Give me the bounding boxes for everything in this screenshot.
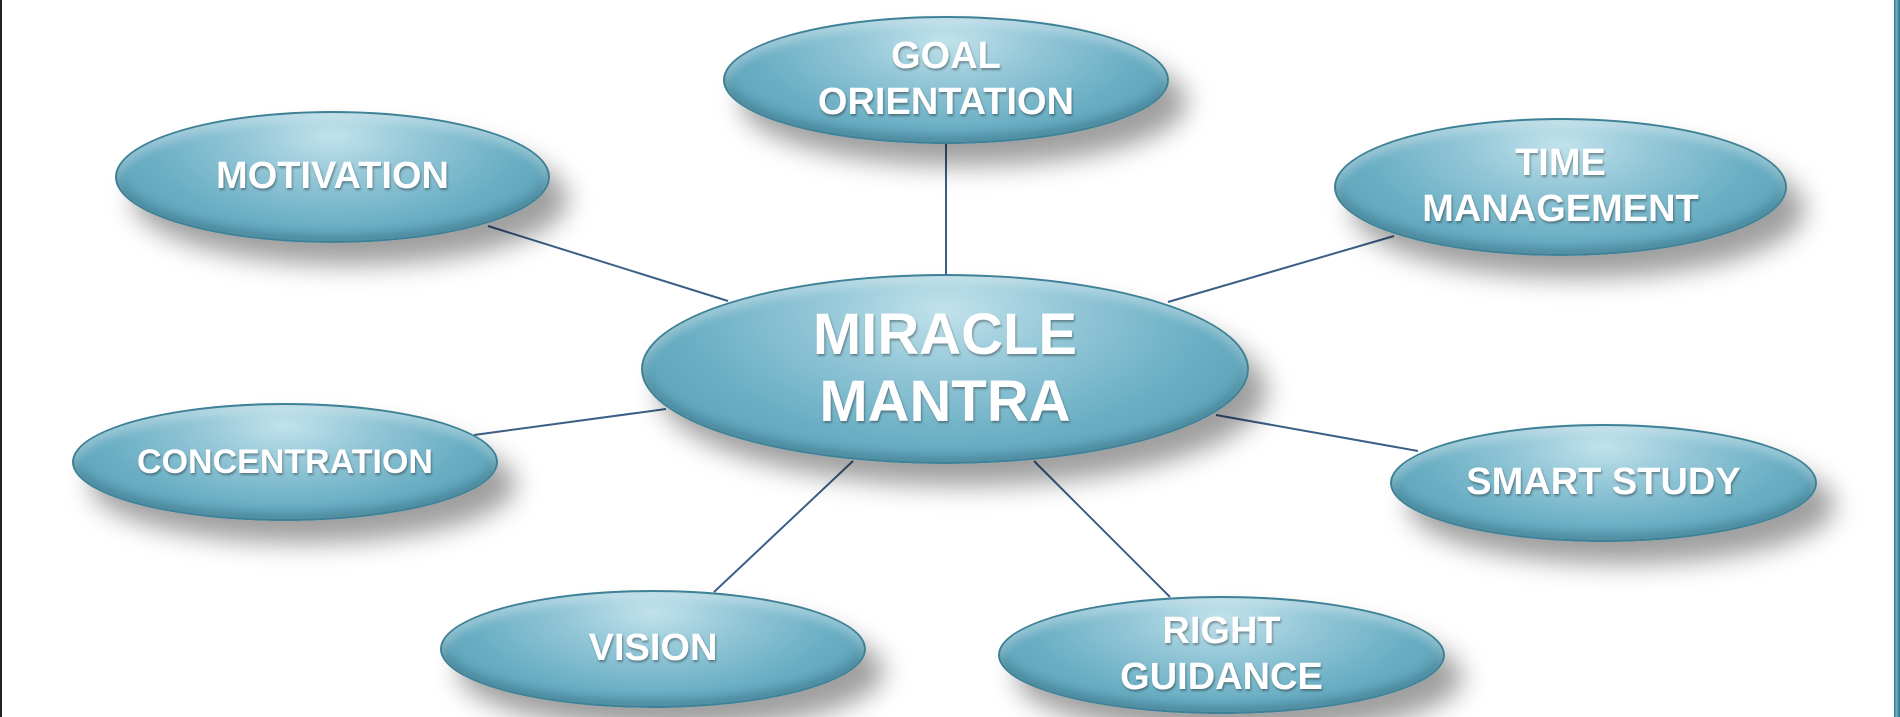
connector-motivation <box>487 225 729 302</box>
node-miracle-mantra-label: MIRACLE MANTRA <box>812 302 1078 434</box>
connector-time <box>1167 235 1395 303</box>
connector-vision <box>713 460 854 593</box>
node-concentration: CONCENTRATION <box>72 403 498 521</box>
node-smart-study: SMART STUDY <box>1390 424 1817 542</box>
slide-edge-bar <box>1894 0 1900 717</box>
node-vision: VISION <box>440 590 866 708</box>
node-concentration-label: CONCENTRATION <box>137 442 433 481</box>
node-vision-label: VISION <box>588 627 718 670</box>
node-right-guidance: RIGHT GUIDANCE <box>998 596 1445 714</box>
connector-guidance <box>1033 460 1171 598</box>
node-time-management-label: TIME MANAGEMENT <box>1422 142 1699 230</box>
node-motivation: MOTIVATION <box>115 111 550 243</box>
node-smart-study-label: SMART STUDY <box>1466 461 1741 504</box>
node-motivation-label: MOTIVATION <box>216 155 449 198</box>
node-goal-orientation-label: GOAL ORIENTATION <box>817 35 1075 123</box>
node-goal-orientation: GOAL ORIENTATION <box>723 16 1169 144</box>
node-right-guidance-label: RIGHT GUIDANCE <box>1120 610 1323 698</box>
node-miracle-mantra: MIRACLE MANTRA <box>641 274 1249 464</box>
connector-smart-study <box>1215 414 1419 452</box>
node-time-management: TIME MANAGEMENT <box>1334 118 1787 256</box>
connector-concentration <box>473 408 667 436</box>
